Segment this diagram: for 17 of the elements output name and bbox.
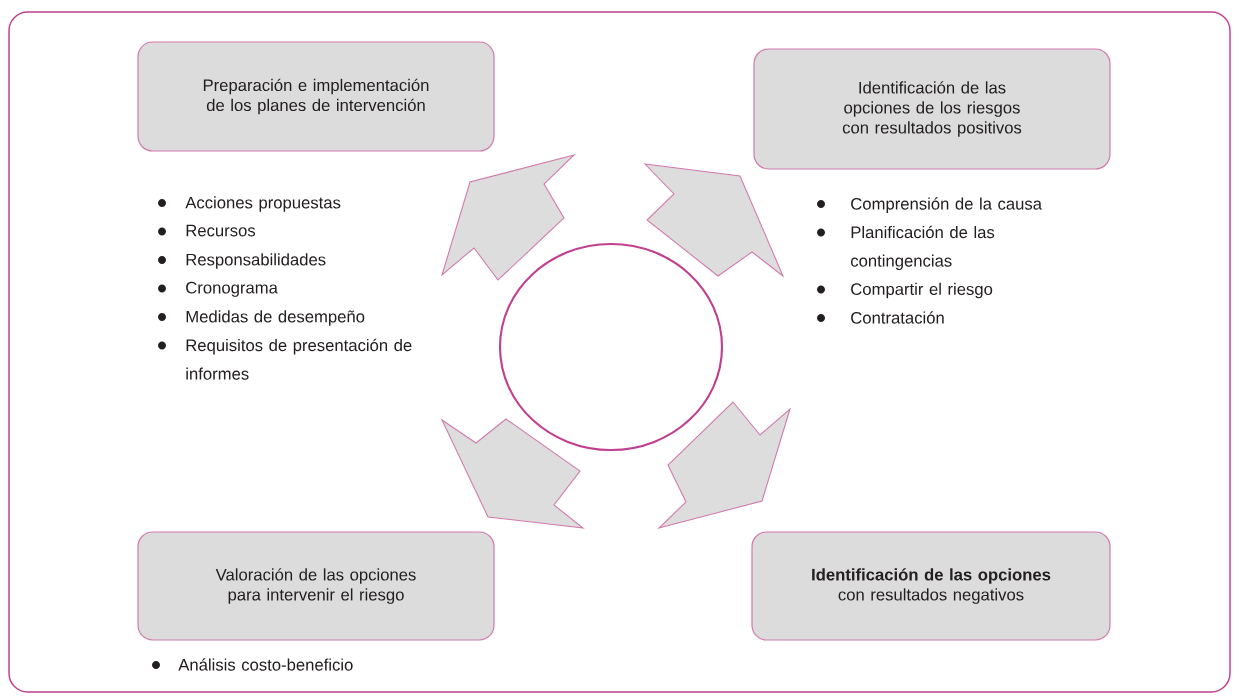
bullet-item: Requisitos de presentación de informes [158,338,412,380]
bullet-item: Medidas de desempeño [158,310,365,326]
bullet-item: Contratación [817,311,944,324]
block-arrow [657,401,792,530]
bullet-item: Acciones propuestas [158,196,341,212]
bullet-item: Planificación de las contingencias [817,225,995,270]
process-box: Preparación e implementación de los planes de intervención [137,41,495,152]
process-box: Identificación de las opciones de los riesgos con resultados positivos [753,48,1111,170]
bullet-item: Análisis costo-beneficio [152,658,353,671]
bullet-item: Responsabilidades [158,253,326,269]
process-box: Valoración de las opciones para intervenir el riesgo [137,531,495,641]
bullet-item: Comprensión de la causa [817,197,1042,213]
bullet-item: Compartir el riesgo [817,282,993,299]
bullet-item: Recursos [158,224,256,237]
circle [498,242,724,452]
bullet-item: Cronograma [158,281,278,297]
process-box: Identificación de las opciones con resultados negativos [751,531,1111,641]
